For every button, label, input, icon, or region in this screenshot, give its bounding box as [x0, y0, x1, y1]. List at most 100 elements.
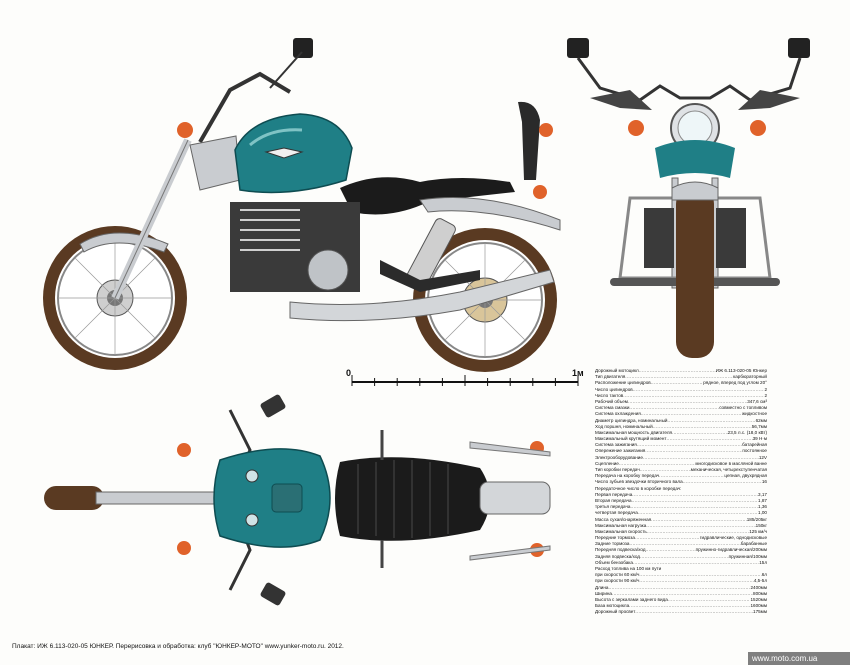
left-turn-signal — [628, 120, 644, 136]
spec-label: Сцепление — [595, 460, 619, 466]
cylinder-fins — [240, 209, 300, 251]
front-fork-top — [95, 491, 217, 505]
specifications-table: Дорожный мотоциклИЖ 6.113-020-05 ЮнкерТи… — [595, 368, 767, 616]
spec-label: Максимальная нагрузка — [595, 522, 647, 528]
watermark: www.moto.com.ua — [748, 652, 850, 665]
exhaust-top — [469, 441, 551, 457]
spec-row: Объем бензобака 15л — [595, 560, 767, 566]
spec-label: Тип двигателя — [595, 374, 626, 380]
spec-label: Система смазки — [595, 405, 630, 411]
spec-value: 1,36 — [758, 504, 767, 510]
engine-cover — [307, 249, 349, 291]
spec-leader-dots — [683, 479, 762, 485]
spec-row: Ширина 800мм — [595, 591, 767, 597]
spec-row: Вторая передача1,87 — [595, 498, 767, 504]
spec-label: Опережение зажигания — [595, 448, 646, 454]
spec-row: при скорости 90 км/ч 4,5-5л — [595, 578, 767, 584]
rear-turn-signal — [539, 123, 553, 137]
rear-fender-top — [479, 481, 551, 515]
spec-value: карбюраторный — [733, 374, 767, 380]
spec-label: Ход поршня, номинальный — [595, 423, 653, 429]
exhaust-pipe — [289, 269, 555, 322]
spec-value: 16 — [761, 479, 767, 485]
spec-label: Система охлаждения — [595, 411, 641, 417]
spec-value: 4,5-5л — [753, 578, 767, 584]
spec-value: батарейная — [742, 442, 767, 448]
seat — [340, 177, 515, 215]
scale-ruler — [351, 375, 579, 386]
spec-row: Число тактов2 — [595, 393, 767, 399]
motorcycle-front-view — [567, 38, 810, 358]
spec-label: Расход топлива на 100 км пути — [595, 566, 662, 571]
spec-value: ИЖ 6.113-020-05 Юнкер — [715, 368, 767, 373]
front-tire — [676, 188, 714, 358]
swingarm — [380, 260, 480, 292]
spec-value: 125 км/ч — [749, 528, 767, 534]
spec-label: Передняя подвеска/ход — [595, 547, 646, 553]
spec-label: Рабочий объем — [595, 398, 628, 404]
spec-row: Максимальная мощность двигателя23,5 л.с.… — [595, 430, 767, 436]
spec-leader-dots — [635, 609, 753, 615]
spec-label: Передача на коробку передач — [595, 473, 660, 479]
spec-row: Тип двигателя карбюраторный — [595, 374, 767, 380]
spec-value: 12V — [758, 454, 767, 460]
spec-value: цепная, двухрядная — [724, 473, 767, 479]
spec-label: Максимальная скорость — [595, 528, 647, 534]
spec-value: 150кг — [755, 522, 767, 528]
spec-row: Масса сухая/снаряженная185/205кг — [595, 517, 767, 523]
right-turn-signal — [750, 120, 766, 136]
spec-value: 1600мм — [750, 603, 767, 609]
spec-row: База мотоцикла1600мм — [595, 603, 767, 609]
spec-row: Число цилиндров 2 — [595, 387, 767, 393]
spec-row: Передние тормозагидравлические, однодиск… — [595, 535, 767, 541]
spec-row: Расход топлива на 100 км пути — [595, 566, 767, 572]
spec-label: четвертая передача — [595, 510, 638, 516]
scale-end-label: 1м — [572, 368, 584, 378]
spec-row: Рабочий объем347,6 см³ — [595, 399, 767, 405]
spec-label: Диаметр цилиндра, номинальный — [595, 417, 668, 423]
spec-row: Высота с зеркалами заднего вида1520мм — [595, 597, 767, 603]
spec-row: Диаметр цилиндра, номинальный62мм — [595, 418, 767, 424]
spec-value: 800мм — [753, 590, 767, 596]
spec-value: гидравлические, однодисковые — [699, 535, 767, 541]
turn-signal-top — [177, 443, 191, 457]
spec-row: Число зубьев звездочки вторичного вала16 — [595, 479, 767, 485]
spec-row: Задние тормозабарабанные — [595, 541, 767, 547]
spec-row: Задняя подвеска/ходпружинная/100мм — [595, 554, 767, 560]
spec-value: барабанные — [740, 541, 767, 547]
spec-row: Длина2400мм — [595, 585, 767, 591]
spec-row: Передняя подвеска/ходпружинно-гидравличе… — [595, 547, 767, 553]
spec-row: Опережение зажигания постоянное — [595, 448, 767, 454]
spec-label: при скорости 90 км/ч — [595, 578, 640, 584]
spec-label: Объем бензобака — [595, 559, 633, 565]
spec-row: Максимальная скорость 125 км/ч — [595, 529, 767, 535]
left-mirror — [567, 38, 589, 58]
spec-row: третья передача 1,36 — [595, 504, 767, 510]
sissy-bar — [518, 101, 540, 180]
spec-value: совместно с топливом — [719, 405, 767, 411]
front-tire-top — [44, 486, 104, 510]
spec-value: 6л — [761, 572, 767, 578]
spec-label: Максимальный крутящий момент — [595, 436, 667, 442]
spec-label: Задняя подвеска/ход — [595, 553, 640, 559]
poster-caption: Плакат: ИЖ 6.113-020-05 ЮНКЕР. Перерисов… — [12, 643, 344, 650]
spec-value: механическая, четырехступенчатая — [690, 467, 767, 472]
spec-label: Вторая передача — [595, 497, 632, 503]
spec-value: 15л — [759, 559, 767, 565]
spec-value: 2 — [764, 386, 767, 392]
spec-row: Передаточное число в коробке передач: — [595, 486, 767, 492]
spec-label: Ширина — [595, 590, 612, 596]
spec-value: постоянное — [742, 448, 767, 454]
spec-value: 56,7мм — [751, 423, 767, 429]
headlight — [189, 135, 241, 191]
turn-signal — [177, 122, 193, 138]
spec-label: Высота с зеркалами заднего вида — [595, 596, 668, 602]
spec-label: Число цилиндров — [595, 386, 633, 392]
spec-label: третья передача — [595, 504, 631, 510]
spec-label: при скорости 60 км/ч — [595, 572, 640, 578]
spec-value: 3,17 — [758, 491, 767, 497]
spec-row: Передача на коробку передач цепная, двухр… — [595, 473, 767, 479]
spec-label: Дорожный просвет — [595, 609, 636, 615]
rear-fender — [419, 197, 561, 231]
mirror-top — [260, 394, 286, 418]
